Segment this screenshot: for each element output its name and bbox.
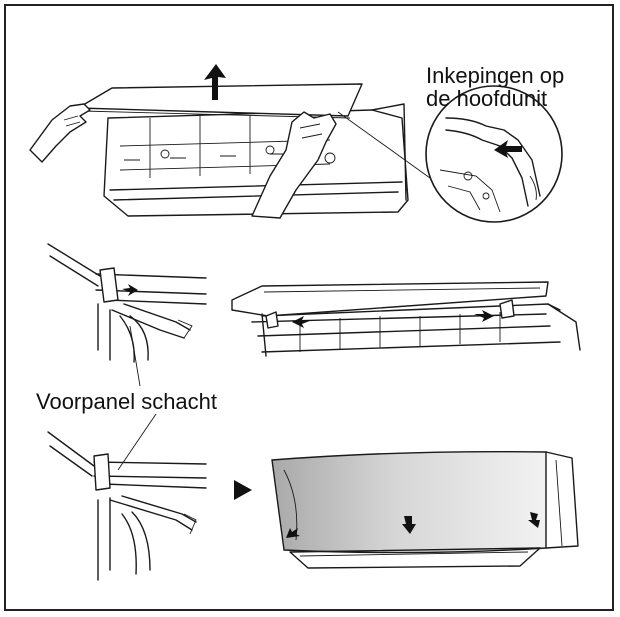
- front-panel-closed: [271, 450, 547, 554]
- front-panel: [77, 83, 363, 117]
- indoor-unit-body: [103, 109, 409, 217]
- shaft-detail-bottom: [47, 431, 207, 581]
- step-lift-panel: [29, 64, 409, 219]
- shaft-detail-top: [47, 243, 207, 363]
- right-hand-icon: [251, 111, 337, 219]
- shaft-label: Voorpanel schacht: [36, 389, 218, 414]
- magnifier-circle: [425, 85, 563, 223]
- up-arrow-icon: [204, 64, 226, 100]
- completed-unit: [271, 450, 579, 569]
- play-triangle-icon: [234, 480, 252, 500]
- notches-label-line2: de hoofdunit: [426, 86, 548, 112]
- left-arrow-icon: [494, 140, 522, 158]
- left-hand-icon: [29, 103, 91, 163]
- left-arrow-icon: [122, 284, 138, 296]
- callout-line-notch: [337, 111, 431, 179]
- notches-label-line1: Inkepingen op: [426, 63, 565, 88]
- rail-attach: [231, 281, 581, 357]
- down-arrow-icon: [402, 516, 416, 534]
- notches-label: Inkepingen op de hoofdunit: [426, 64, 564, 110]
- callout-line-shaft: [129, 325, 141, 387]
